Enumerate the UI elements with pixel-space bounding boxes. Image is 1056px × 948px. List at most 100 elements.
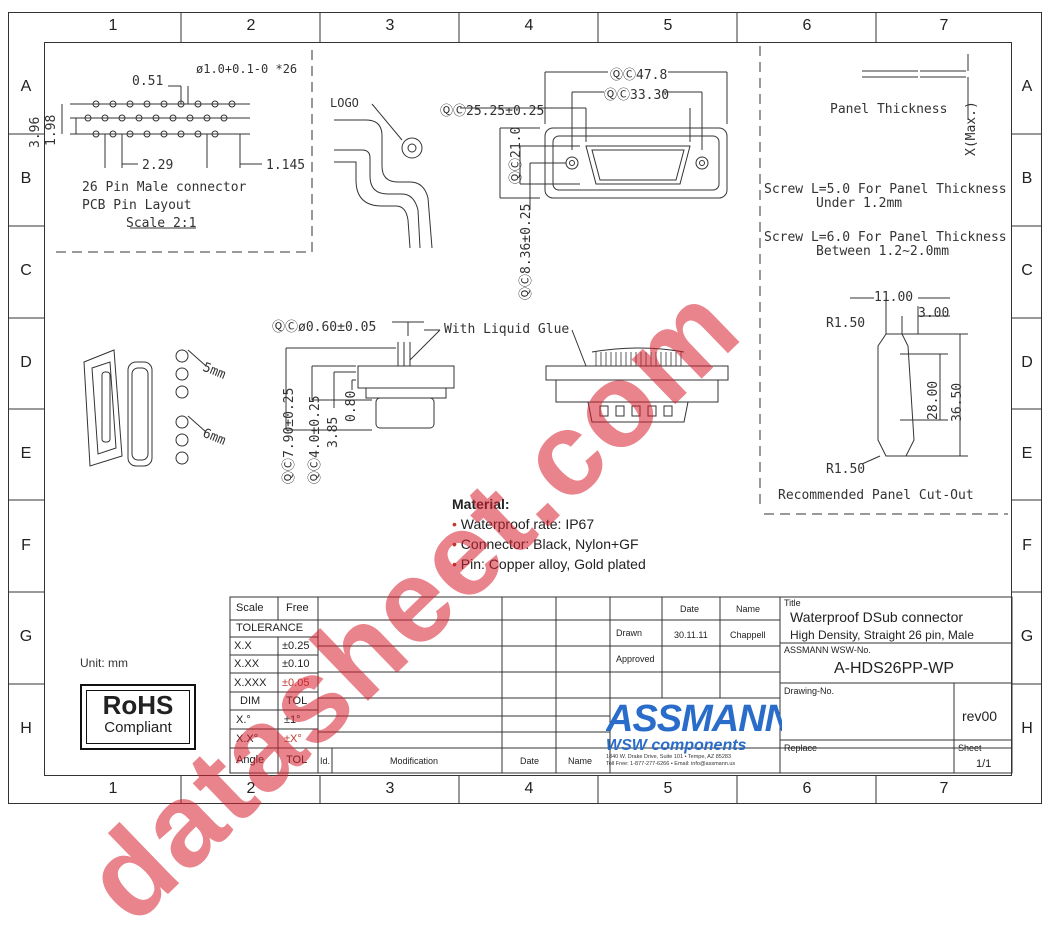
pcb-title: 26 Pin Male connector — [82, 180, 247, 195]
zone-col-1-top: 1 — [108, 17, 118, 34]
zone-row-g-left: G — [19, 628, 33, 645]
zone-col-5-bottom: 5 — [663, 780, 673, 797]
tol-value: TOL — [286, 754, 308, 766]
drawing-artwork — [56, 46, 1013, 774]
tol-value: TOL — [286, 695, 308, 707]
rev-id-header: Id. — [320, 756, 331, 766]
tol-key: X.° — [236, 714, 251, 726]
product-title: Waterproof DSub connector — [790, 609, 964, 625]
zone-col-3-top: 3 — [385, 17, 395, 34]
zone-row-f-right: F — [1022, 537, 1032, 554]
tolerance-heading: TOLERANCE — [236, 622, 304, 634]
zone-grid — [8, 12, 1042, 804]
rohs-title: RoHS — [102, 690, 174, 720]
tol-value: ±0.25 — [282, 640, 310, 652]
material-notes: Material: • Waterproof rate: IP67 • Conn… — [452, 494, 646, 574]
zone-col-7-top: 7 — [939, 17, 949, 34]
dim-7-90: ⓆⒸ7.90±0.25 — [282, 387, 297, 484]
drawing-area — [44, 42, 1012, 776]
tol-key: X.X° — [236, 733, 259, 745]
pcb-dim-pitch: 0.51 — [132, 74, 164, 89]
material-heading: Material: — [452, 496, 510, 512]
tol-key: X.XX — [234, 658, 260, 670]
dim-0-80: 0.80 — [344, 390, 359, 422]
company-sub: WSW components — [606, 737, 747, 754]
sheet-value: 1/1 — [976, 758, 992, 770]
dim-21-0: ⓆⒸ21.0 — [509, 126, 524, 184]
tol-value: ±1° — [284, 714, 301, 726]
scale-value: Free — [286, 602, 309, 614]
zone-row-a-left: A — [20, 78, 32, 95]
screw-note-1: Screw L=5.0 For Panel Thickness — [764, 182, 1007, 197]
zone-col-2-bottom: 2 — [246, 780, 256, 797]
replace-label: Replace — [784, 743, 818, 753]
rohs-badge: RoHS Compliant — [80, 684, 196, 750]
tol-key: DIM — [240, 695, 261, 707]
drawn-label: Drawn — [616, 628, 643, 638]
pcb-subtitle: PCB Pin Layout — [82, 198, 192, 213]
zone-row-b-right: B — [1021, 170, 1033, 187]
dim-33-30: ⓆⒸ33.30 — [604, 88, 670, 103]
cutout-label: Recommended Panel Cut-Out — [778, 488, 974, 503]
approved-label: Approved — [616, 654, 655, 664]
dim-pin-diameter: ⓆⒸø0.60±0.05 — [272, 320, 377, 335]
panel-thickness-label: Panel Thickness — [830, 102, 948, 117]
scale-label: Scale — [236, 602, 264, 614]
zone-col-6-bottom: 6 — [802, 780, 812, 797]
pcb-dim-198: 1.98 — [44, 114, 59, 146]
screw-note-2: Screw L=6.0 For Panel Thickness — [764, 230, 1007, 245]
pcb-dim-396: 3.96 — [28, 116, 43, 148]
zone-row-g-right: G — [1020, 628, 1034, 645]
zone-row-e-left: E — [20, 445, 32, 462]
zone-col-6-top: 6 — [802, 17, 812, 34]
zone-row-d-right: D — [1021, 354, 1033, 371]
tol-value: ±0.10 — [282, 658, 310, 670]
drawing-no-label: Drawing-No. — [784, 686, 835, 696]
company-address: 1840 W. Drake Drive, Suite 101 • Tempe, … — [606, 754, 732, 760]
radius-bottom: R1.50 — [826, 462, 866, 477]
zone-row-b-left: B — [20, 170, 32, 187]
zone-row-h-right: H — [1021, 720, 1033, 737]
revision-value: rev00 — [962, 708, 998, 724]
pcb-dim-hole: ø1.0+0.1-0 *26 — [196, 62, 298, 76]
wsw-no-label: ASSMANN WSW-No. — [784, 645, 871, 655]
liquid-glue-note: With Liquid Glue — [444, 322, 570, 337]
dim-3-00: 3.00 — [918, 306, 950, 321]
zone-row-e-right: E — [1021, 445, 1033, 462]
zone-row-h-left: H — [20, 720, 32, 737]
zone-col-7-bottom: 7 — [939, 780, 949, 797]
rev-name-header: Name — [568, 756, 593, 766]
company-logo: ASSMANN WSW components 1840 W. Drake Dri… — [606, 700, 782, 770]
screw-note-2b: Between 1.2~2.0mm — [816, 244, 950, 259]
unit-label: Unit: mm — [80, 656, 128, 670]
drawing-border — [8, 12, 1042, 804]
dim-25-25: ⓆⒸ25.25±0.25 — [440, 104, 545, 119]
dim-47-8: ⓆⒸ47.8 — [610, 68, 668, 83]
drawn-date: 30.11.11 — [674, 630, 708, 640]
zone-col-4-bottom: 4 — [524, 780, 534, 797]
dim-11-00: 11.00 — [874, 290, 914, 305]
zone-col-4-top: 4 — [524, 17, 534, 34]
dim-8-36: ⓆⒸ8.36±0.25 — [519, 203, 534, 300]
zone-row-f-left: F — [21, 537, 31, 554]
zone-col-5-top: 5 — [663, 17, 673, 34]
dim-28-00: 28.00 — [926, 380, 941, 420]
tol-value: ±0.05 — [282, 677, 310, 689]
title-label: Title — [784, 598, 801, 608]
zone-row-c-left: C — [20, 262, 32, 279]
tol-key: Angle — [236, 754, 265, 766]
material-item: • Waterproof rate: IP67 — [452, 516, 595, 532]
xmax-label: X(Max.) — [964, 101, 979, 156]
radius-top: R1.50 — [826, 316, 866, 331]
wsw-no-value: A-HDS26PP-WP — [834, 660, 955, 677]
company-logo-text: ASSMANN — [606, 700, 782, 740]
zone-row-c-right: C — [1021, 262, 1033, 279]
pcb-dim-229: 2.29 — [142, 158, 174, 173]
tol-key: X.XXX — [234, 677, 267, 689]
material-item: • Pin: Copper alloy, Gold plated — [452, 556, 646, 572]
pcb-scale: Scale 2:1 — [126, 216, 197, 231]
screw-note-1b: Under 1.2mm — [816, 196, 903, 211]
rohs-subtitle: Compliant — [104, 719, 172, 736]
tol-value: ±X° — [284, 733, 302, 745]
rev-date-header: Date — [520, 756, 540, 766]
